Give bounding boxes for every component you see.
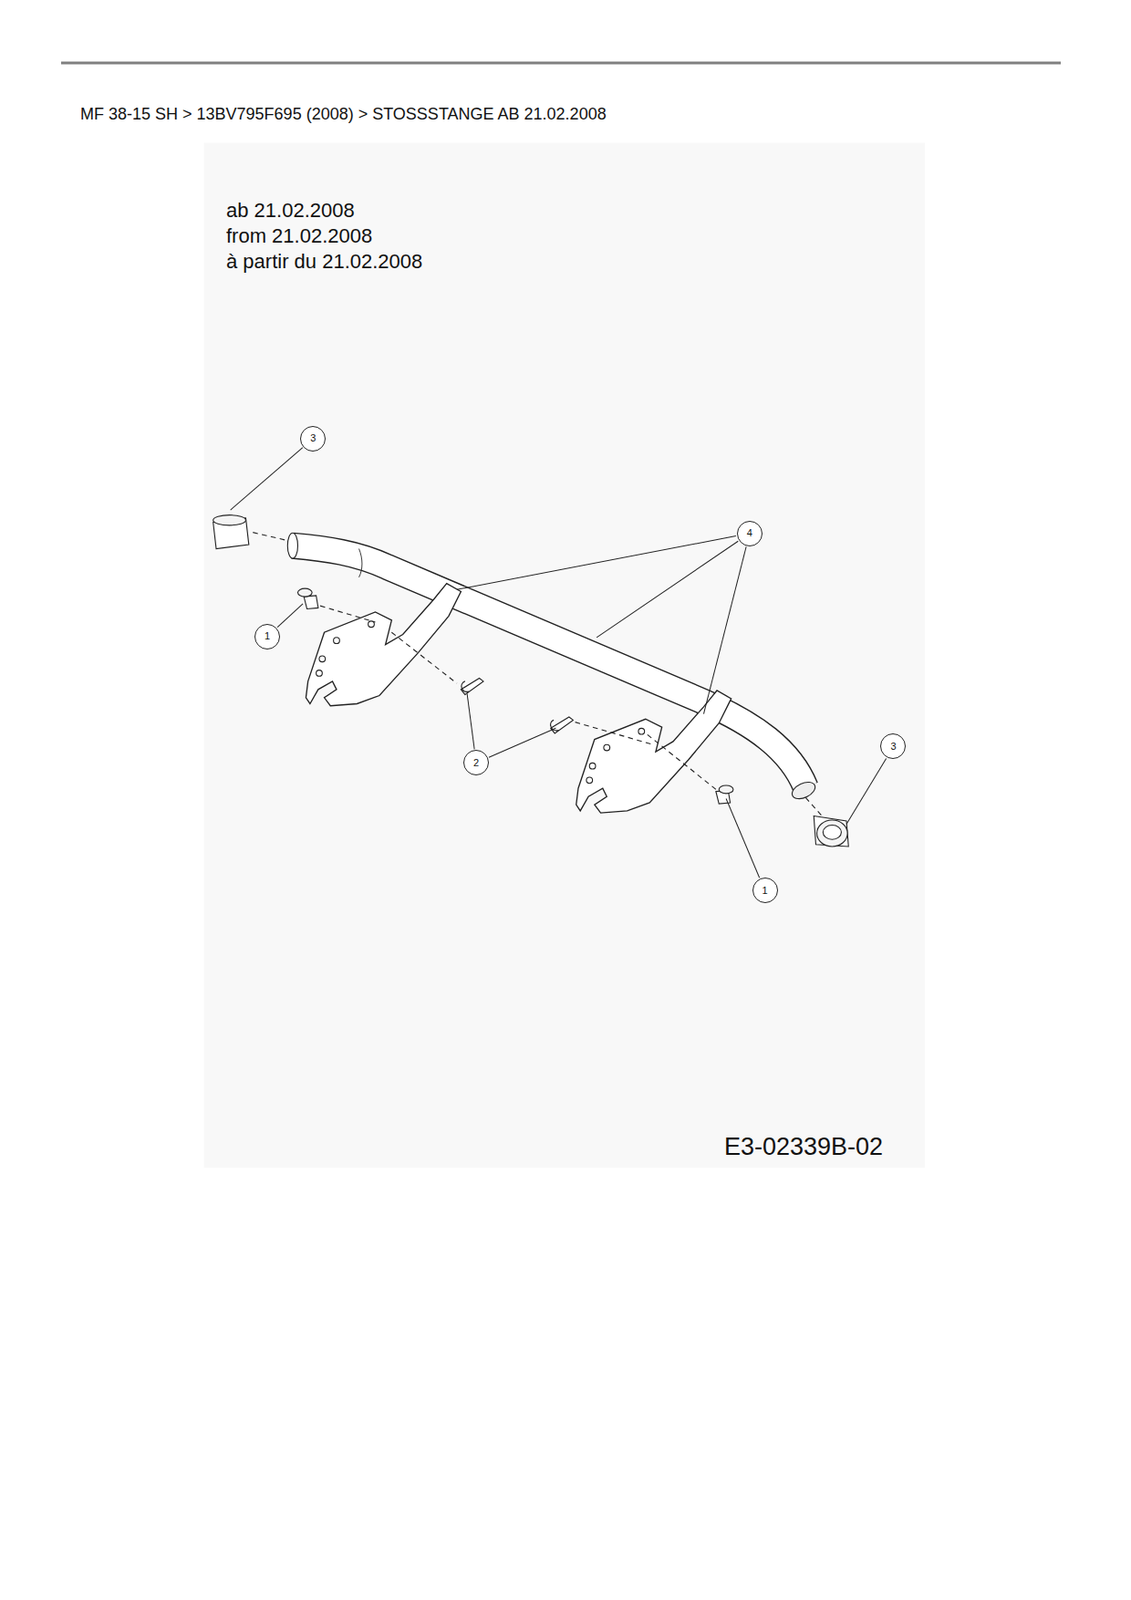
callout-circle: 1 bbox=[254, 623, 281, 650]
callout-circle: 4 bbox=[736, 520, 763, 547]
clevis-pin bbox=[715, 785, 734, 804]
bracket-hole bbox=[589, 762, 596, 769]
callout-number: 2 bbox=[473, 757, 479, 768]
hair-pin-clip bbox=[460, 678, 484, 696]
bracket-hole bbox=[586, 777, 593, 784]
callout-number: 1 bbox=[762, 885, 768, 896]
assembly-line bbox=[575, 722, 654, 746]
leader-line bbox=[488, 727, 556, 758]
leader-line bbox=[846, 757, 887, 824]
leader-line bbox=[456, 536, 737, 591]
tube-mark bbox=[359, 549, 363, 578]
leader-line bbox=[726, 798, 760, 878]
leader-line bbox=[230, 447, 303, 510]
date-note: from 21.02.2008 bbox=[226, 224, 373, 249]
image-ground bbox=[204, 143, 925, 1169]
end-cap bbox=[213, 515, 250, 550]
leader-lines bbox=[230, 447, 887, 879]
date-note: ab 21.02.2008 bbox=[226, 198, 355, 223]
assembly-line bbox=[391, 632, 457, 684]
hair-pin-clip bbox=[550, 716, 574, 734]
leader-line bbox=[277, 603, 303, 628]
drawing-number: E3-02339B-02 bbox=[724, 1132, 883, 1162]
assembly-line bbox=[805, 797, 822, 816]
leader-line bbox=[596, 540, 738, 638]
assembly-line bbox=[644, 732, 716, 790]
leader-line bbox=[466, 693, 475, 749]
mounting-bracket bbox=[576, 690, 732, 813]
callout-circle: 3 bbox=[300, 425, 326, 452]
mounting-bracket bbox=[305, 583, 461, 706]
callout-number: 1 bbox=[264, 631, 270, 642]
bumper-tube bbox=[292, 545, 806, 788]
bumper-tube-outline bbox=[292, 545, 806, 788]
callout-number: 4 bbox=[747, 528, 753, 539]
page-title: MF 38-15 SH > 13BV795F695 (2008) > STOSS… bbox=[80, 104, 607, 125]
callout-number: 3 bbox=[310, 433, 316, 444]
bracket-hole bbox=[319, 655, 326, 663]
tube-end bbox=[287, 532, 298, 559]
bracket-hole bbox=[316, 670, 323, 677]
end-cap bbox=[813, 815, 849, 847]
assembly-line bbox=[252, 532, 288, 541]
tube-end bbox=[789, 778, 819, 803]
bracket-hole bbox=[603, 744, 611, 751]
assembly-line bbox=[320, 605, 375, 623]
callout-circle: 1 bbox=[752, 877, 779, 903]
bracket-hole bbox=[638, 727, 645, 735]
bracket-hole bbox=[333, 637, 341, 644]
callout-number: 3 bbox=[890, 741, 896, 752]
header-rule bbox=[61, 62, 1061, 65]
leader-line bbox=[703, 546, 747, 714]
date-note: à partir du 21.02.2008 bbox=[226, 249, 423, 274]
